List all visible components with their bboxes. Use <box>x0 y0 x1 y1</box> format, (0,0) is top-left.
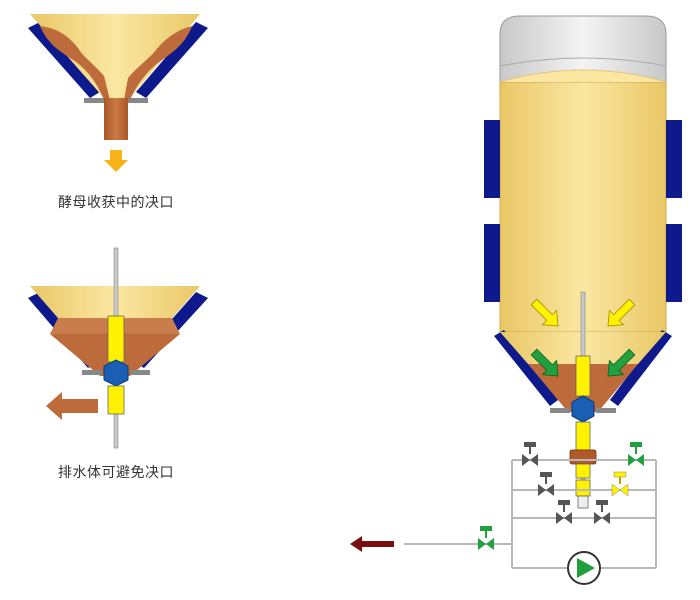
flow-arrow-left-icon <box>530 348 559 377</box>
valve-mid-right-icon[interactable] <box>611 471 629 497</box>
support-bar-left <box>84 98 104 103</box>
cooling-jacket-upper-right <box>666 120 682 198</box>
funnel-breakthrough <box>28 14 208 172</box>
valve-outlet-icon[interactable] <box>478 526 494 550</box>
outflow-arrow-icon <box>350 536 394 552</box>
valve-mid-left-icon[interactable] <box>538 472 554 496</box>
tank-dome <box>499 15 667 83</box>
valve-top-right-icon[interactable] <box>628 442 644 466</box>
cooling-jacket-upper-left <box>484 120 500 198</box>
drain-body-lower <box>575 421 591 451</box>
drain-body-bottom <box>575 463 591 479</box>
coupling <box>569 449 597 465</box>
valve-lower-left-icon[interactable] <box>556 500 572 524</box>
support-bar-left <box>550 408 570 413</box>
cooling-jacket-left <box>28 22 100 98</box>
fermentation-tank <box>484 15 682 509</box>
tank-dome-ring <box>499 57 667 67</box>
drain-valve-icon <box>103 359 129 387</box>
cooling-jacket-right <box>136 22 208 98</box>
tank-body <box>499 81 667 333</box>
cooling-jacket-lower-right <box>666 224 682 302</box>
pump-icon[interactable] <box>567 551 601 585</box>
cone-beer <box>30 14 200 98</box>
inflow-arrow-left-icon <box>530 298 559 327</box>
cone-jacket-right <box>610 330 672 406</box>
drain-body-upper <box>575 355 591 397</box>
drain-valve-icon <box>571 395 595 423</box>
cooling-jacket-lower-left <box>484 224 500 302</box>
flow-arrow-right-icon <box>607 348 636 377</box>
support-bar-right <box>128 98 148 103</box>
caption-breakthrough: 酵母收获中的决口 <box>58 195 174 211</box>
drain-body-lower <box>107 385 125 415</box>
cone-jacket-left <box>494 330 558 406</box>
outlet-pipe <box>104 98 128 140</box>
valve-top-left-icon[interactable] <box>522 442 538 466</box>
caption-drain-body: 排水体可避免决口 <box>58 465 174 481</box>
support-bar-right <box>596 408 616 413</box>
yeast-layer <box>40 26 110 100</box>
funnel-drain-body <box>28 247 208 449</box>
valve-lower-right-icon[interactable] <box>594 500 610 524</box>
bottom-fitting <box>577 495 589 509</box>
sight-glass <box>575 479 591 497</box>
beer-surface <box>499 69 667 83</box>
left-arrow-icon <box>46 392 98 420</box>
support-bar-left <box>82 370 102 375</box>
down-arrow-icon <box>104 150 128 172</box>
drain-body-upper <box>107 315 125 363</box>
support-bar-right <box>130 370 150 375</box>
yeast-layer-right <box>124 26 192 100</box>
inflow-arrow-right-icon <box>607 298 636 327</box>
